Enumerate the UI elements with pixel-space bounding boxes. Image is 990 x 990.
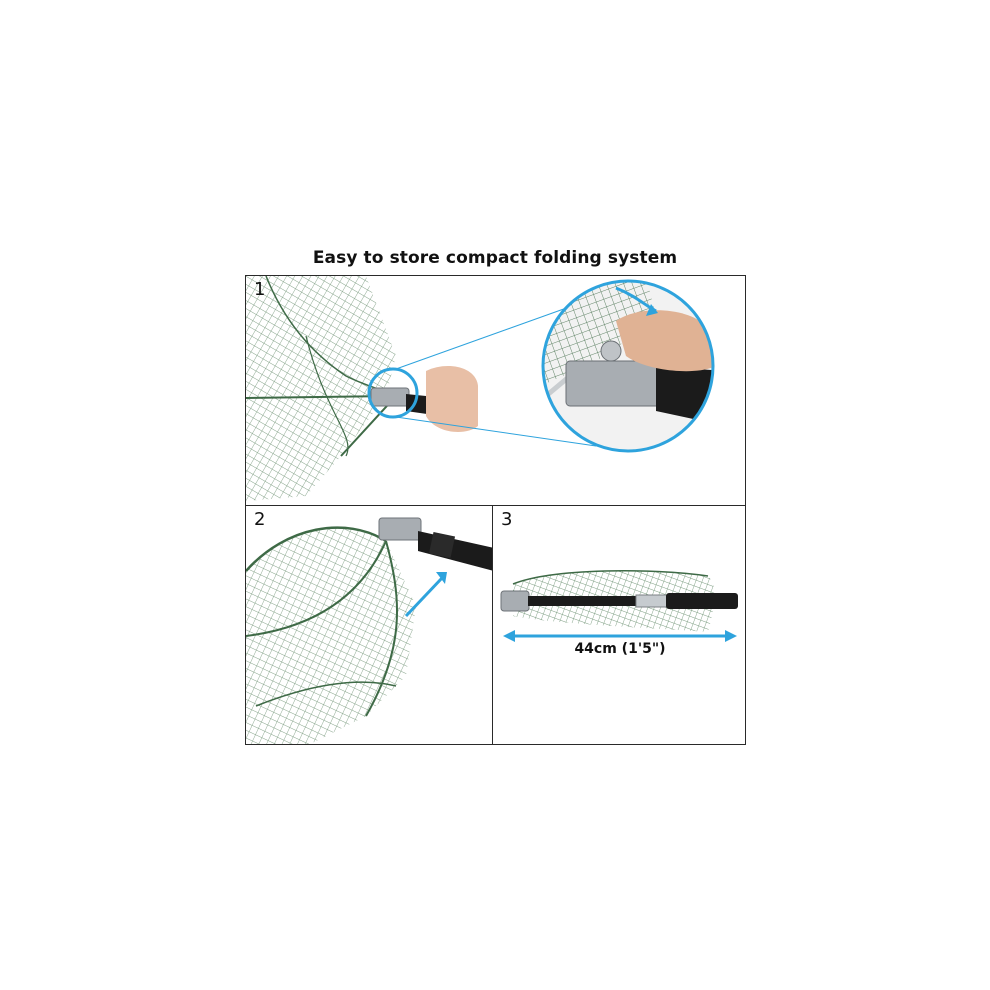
page-title: Easy to store compact folding system — [312, 248, 678, 268]
hinge-clamp — [500, 590, 530, 612]
net-mesh — [246, 276, 396, 501]
step-3-illustration — [500, 570, 738, 642]
zoom-thumb — [616, 310, 713, 372]
pole-collar — [635, 594, 669, 608]
pole-section — [528, 596, 638, 606]
step-2-number: 2 — [254, 509, 266, 530]
handle — [418, 531, 492, 571]
step-2-panel: 2 — [245, 505, 493, 745]
step-3-number: 3 — [501, 509, 513, 530]
step-3-panel: 3 44cm (1'5") — [492, 505, 746, 745]
step-1-illustration — [246, 276, 715, 501]
zoom-hinge — [565, 360, 662, 407]
zoom-source-circle — [367, 367, 419, 419]
step-1-panel: 1 — [245, 275, 746, 506]
step-1-number: 1 — [254, 279, 266, 300]
step-2-illustration — [246, 517, 492, 744]
net-mesh — [246, 527, 416, 744]
folded-length-label: 44cm (1'5") — [574, 641, 666, 657]
hand — [426, 366, 478, 432]
handle-grip — [666, 593, 738, 609]
fold-arrow — [404, 576, 444, 618]
zoom-circle — [541, 279, 715, 453]
hinge-clamp — [378, 517, 422, 541]
hinge-clamp — [370, 387, 410, 407]
